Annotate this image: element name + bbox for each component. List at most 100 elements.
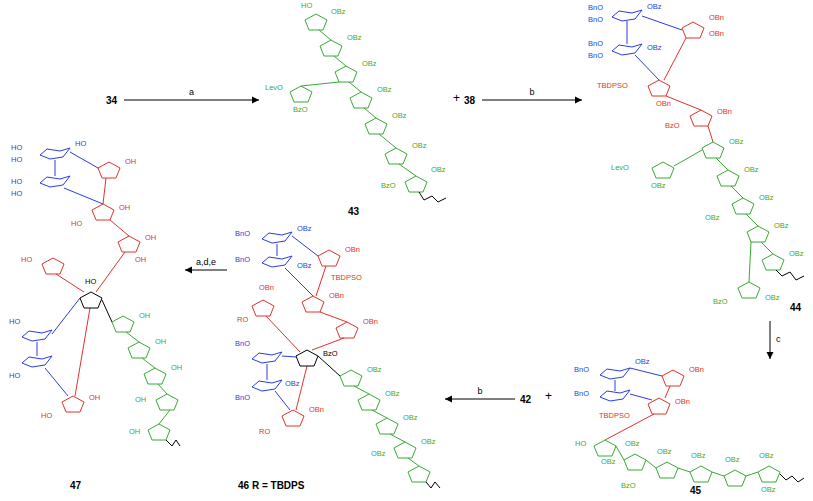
substituent-label: OH [118, 204, 131, 212]
substituent-label: OBz [346, 34, 363, 42]
structure-part [290, 14, 427, 192]
substituent-label: OBz [743, 166, 760, 174]
substituent-label: TBDPSO [330, 274, 363, 282]
substituent-label: OBn [344, 246, 361, 254]
sugar-ring [290, 86, 312, 102]
substituent-label: HO [10, 156, 23, 164]
sugar-ring [128, 342, 150, 358]
substituent-label: HO [300, 2, 313, 10]
sugar-ring [40, 176, 70, 187]
substituent-label: BnO [234, 230, 251, 238]
substituent-label: TBDPSO [596, 82, 629, 90]
sugar-ring [62, 396, 84, 412]
substituent-label: OBz [420, 438, 437, 446]
sugar-ring [612, 10, 642, 21]
bond-line [627, 16, 682, 80]
substituent-label: OBz [646, 44, 663, 52]
sugar-ring [656, 462, 678, 478]
substituent-label: BzO [712, 298, 729, 306]
substituent-label: BzO [620, 482, 637, 490]
sugar-ring [42, 258, 64, 274]
compound-number: 46 R = TBDPS [238, 480, 304, 491]
sugar-ring [682, 22, 704, 38]
substituent-label: TBDPSO [598, 412, 631, 420]
substituent-label: OH [138, 312, 151, 320]
sugar-ring [690, 466, 712, 482]
compound-node: 42 [518, 392, 535, 407]
reagent-label: b [476, 387, 483, 397]
bond-line [674, 150, 773, 282]
substituent-label: OBz [296, 225, 313, 233]
structure-part [296, 350, 340, 376]
substituent-label: BzO [292, 106, 309, 114]
reaction-arrow [482, 100, 582, 101]
compound-node: 34 [104, 93, 121, 108]
compound-number: 42 [520, 394, 533, 405]
sugar-ring [262, 232, 292, 243]
sugar-ring [282, 410, 304, 426]
sugar-ring [624, 454, 646, 470]
substituent-label: OBn [328, 292, 345, 300]
bond-line [616, 446, 758, 476]
compound-number: 44 [790, 302, 801, 313]
sugar-ring [648, 80, 670, 96]
compound-node: 46 R = TBDPS [230, 225, 442, 498]
substituent-label: OBz [728, 138, 745, 146]
structure-part [600, 368, 662, 401]
sugar-ring [318, 250, 340, 266]
sugar-ring [302, 296, 324, 312]
reagent-label: a,d,e [195, 258, 217, 268]
sugar-ring [747, 226, 769, 242]
substituent-label: OBn [258, 284, 275, 292]
sugar-ring [600, 390, 630, 401]
substituent-label: OBn [708, 14, 725, 22]
sugar-ring [717, 170, 739, 186]
sugar-ring [600, 368, 630, 379]
compound-node: 47 [5, 140, 182, 498]
substituent-label: OBz [370, 450, 387, 458]
substituent-label: OH [134, 256, 147, 264]
bond-line [426, 482, 440, 488]
reaction-arrow [770, 321, 771, 359]
substituent-label: OBz [366, 366, 383, 374]
substituent-label: OBz [330, 8, 347, 16]
bond-line [37, 152, 103, 396]
substituent-label: OBz [646, 3, 663, 11]
substituent-label: RO [258, 428, 271, 436]
sugar-ring [296, 350, 318, 366]
sugar-ring [335, 66, 357, 82]
sugar-ring [738, 282, 760, 298]
structure-part [612, 10, 682, 80]
substituent-label: OBn [655, 100, 672, 108]
compound-number: 38 [464, 95, 477, 106]
sugar-ring [662, 370, 684, 386]
substituent-label: HO [40, 412, 53, 420]
sugar-ring [156, 394, 178, 410]
substituent-label: OBz [704, 214, 721, 222]
sugar-ring [365, 118, 387, 134]
substituent-label: OBz [391, 112, 408, 120]
substituent-label: OBz [634, 358, 651, 366]
substituent-label: OBz [773, 222, 790, 230]
substituent-label: OBz [650, 182, 667, 190]
sugar-ring [112, 316, 134, 332]
plus-sign: + [544, 390, 553, 402]
substituent-label: OBz [430, 166, 447, 174]
sugar-ring [702, 142, 724, 158]
bond-line [419, 192, 446, 202]
sugar-ring [252, 352, 282, 363]
substituent-label: OBn [688, 366, 705, 374]
substituent-label: OBz [376, 86, 393, 94]
structure-part [252, 232, 318, 410]
substituent-label: OBn [362, 318, 379, 326]
reaction-arrow [124, 100, 259, 101]
plus-sign: + [452, 92, 461, 104]
substituent-label: OBz [724, 456, 741, 464]
substituent-label: OBz [690, 452, 707, 460]
substituent-label: OBn [716, 108, 733, 116]
substituent-label: HO [84, 278, 97, 286]
reaction-arrow [185, 270, 227, 271]
sugar-ring [80, 292, 102, 308]
